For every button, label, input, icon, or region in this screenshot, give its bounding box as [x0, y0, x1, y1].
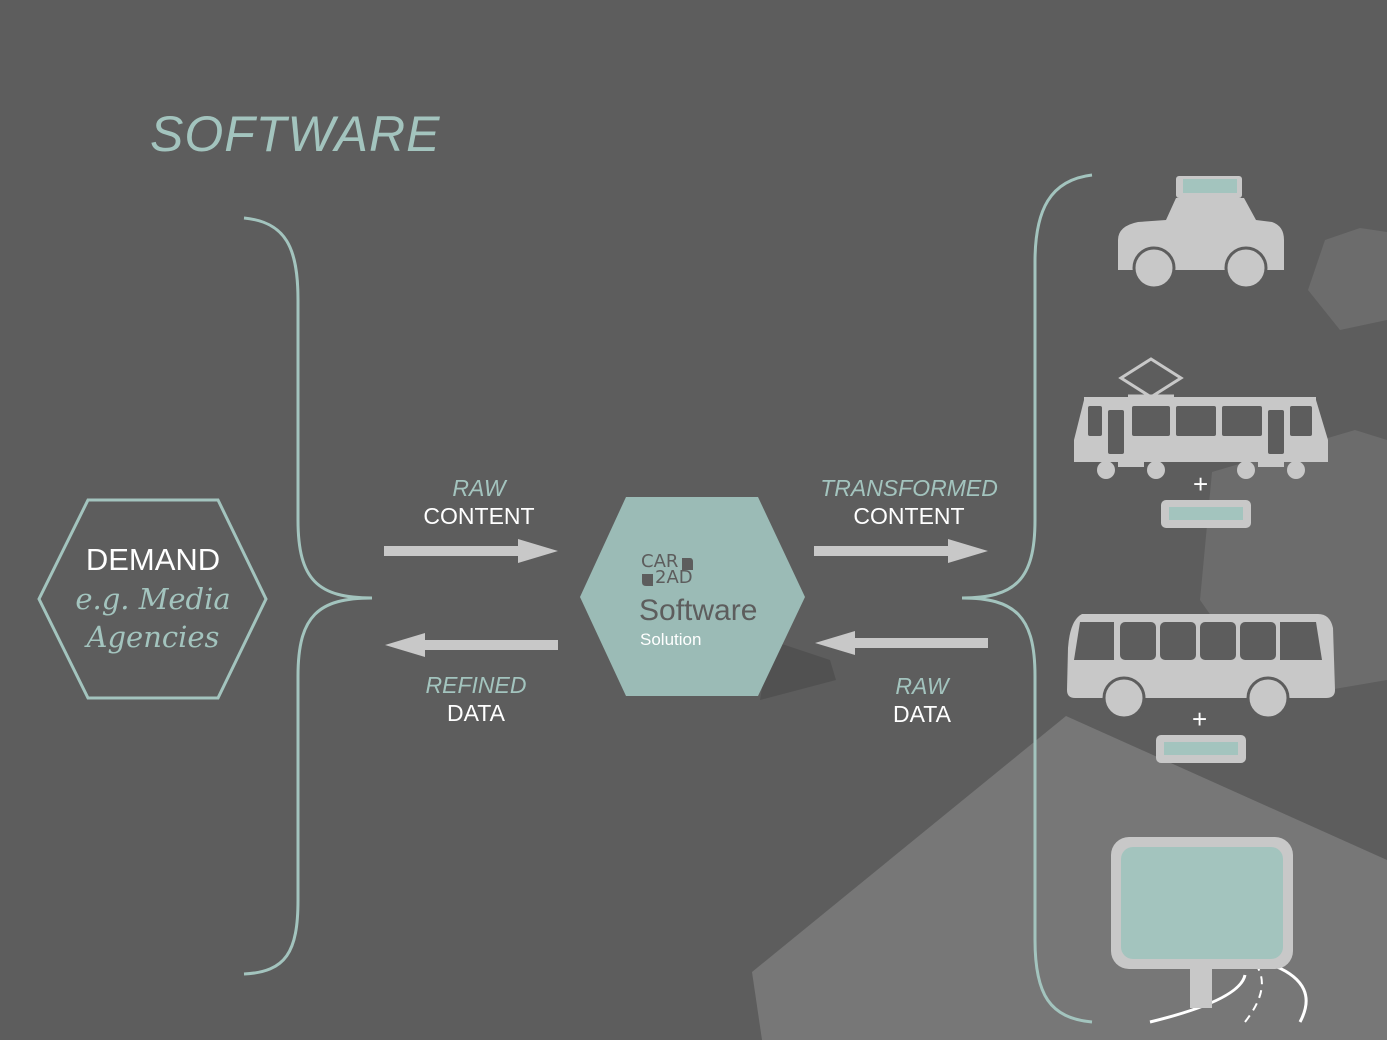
demand-title: DEMAND [85, 542, 221, 577]
car-icon [1118, 176, 1284, 290]
plus-sign: + [1193, 469, 1209, 499]
right-brace [961, 173, 1093, 1024]
refined-data-italic: REFINED [425, 672, 527, 698]
tram-icon [1074, 357, 1328, 479]
raw-data-italic: RAW [895, 673, 949, 699]
transformed-content-label: TRANSFORMED CONTENT [816, 474, 1002, 530]
hub-title: Software [639, 594, 758, 627]
logo-leaf-icon [642, 574, 653, 586]
transformed-content-italic: TRANSFORMED [820, 475, 998, 501]
raw-data-arrow [815, 631, 988, 655]
raw-data-upper: DATA [893, 701, 951, 727]
refined-data-upper: DATA [447, 700, 505, 726]
demand-example-2: Agencies [86, 620, 220, 654]
raw-content-italic: RAW [452, 475, 506, 501]
transformed-content-arrow [814, 539, 988, 563]
hub-hexagon [580, 497, 805, 696]
raw-data-label: RAW DATA [862, 672, 982, 728]
transformed-content-upper: CONTENT [853, 503, 965, 529]
refined-data-arrow [385, 633, 558, 657]
logo-text-bottom: 2AD [655, 567, 693, 588]
hub-subtitle: Solution [640, 630, 702, 649]
left-brace [243, 216, 373, 976]
hub-shadow [760, 640, 836, 700]
tram-display-icon [1161, 500, 1251, 528]
demand-example: e.g. Media [75, 582, 231, 616]
demand-hexagon [37, 498, 268, 700]
raw-content-upper: CONTENT [423, 503, 535, 529]
logo-text-top: CAR [641, 551, 679, 572]
bus-display-icon [1156, 735, 1246, 763]
demand-label: DEMAND e.g. Media Agencies [40, 540, 266, 656]
billboard-icon [1111, 837, 1308, 1024]
logo-leaf-icon [682, 558, 693, 570]
car2ad-logo: CAR 2AD [641, 551, 693, 588]
raw-content-arrow [384, 539, 558, 563]
plus-sign: + [1192, 704, 1208, 734]
background-polygon [1308, 228, 1387, 330]
refined-data-label: REFINED DATA [406, 671, 546, 727]
bus-icon [1067, 614, 1335, 720]
raw-content-label: RAW CONTENT [409, 474, 549, 530]
page-title: SOFTWARE [150, 106, 441, 162]
